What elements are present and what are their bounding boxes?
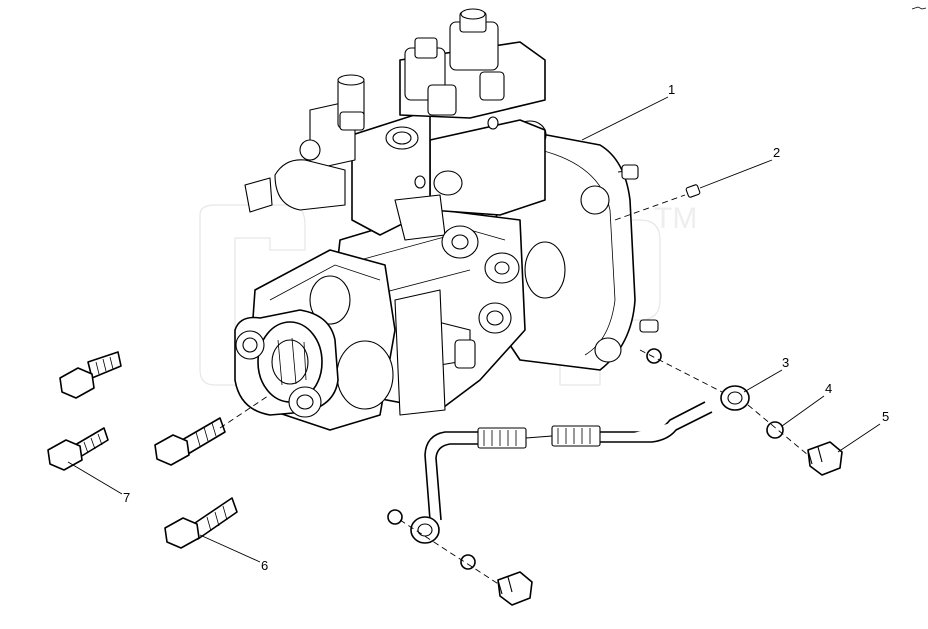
callout-1: 1 [668, 82, 675, 97]
callout-6: 6 [261, 558, 268, 573]
callout-7: 7 [123, 490, 130, 505]
assembly-lines [219, 194, 809, 586]
part-5-banjo-bolt [807, 441, 843, 476]
part-3-fuel-line [410, 385, 750, 544]
callout-2: 2 [773, 145, 780, 160]
callout-5: 5 [882, 409, 889, 424]
callout-labels: 1 2 3 4 5 6 7 [123, 82, 889, 573]
sealing-washers [387, 348, 784, 570]
pump-body [234, 8, 659, 431]
corner-mark [911, 6, 927, 10]
part-2-plug [685, 184, 701, 198]
part-7-bolt-upper [59, 351, 122, 399]
callout-3: 3 [782, 355, 789, 370]
part-7-bolt-right [154, 417, 226, 466]
leader-lines [67, 96, 881, 563]
part-6-bolt [164, 497, 238, 549]
callout-4: 4 [825, 381, 832, 396]
part-7-bolt-middle [47, 427, 109, 471]
banjo-bolt-lower [497, 571, 533, 606]
watermark-tm: TM [654, 202, 697, 235]
